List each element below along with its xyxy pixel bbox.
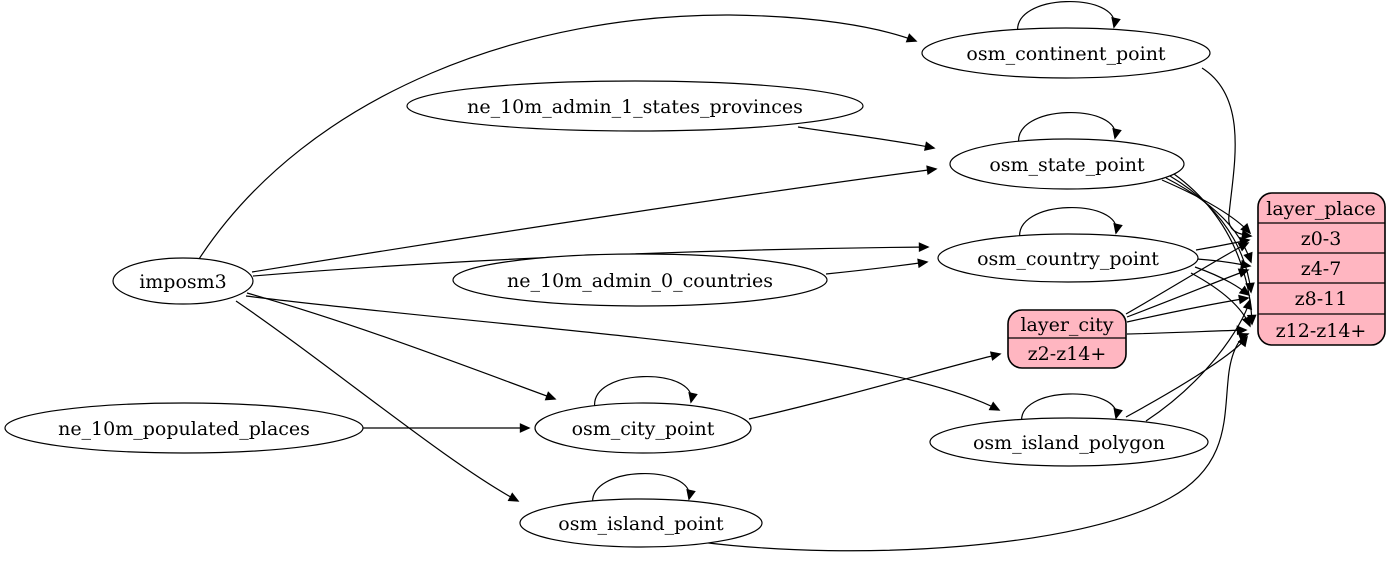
city-shape [534, 402, 752, 454]
edge-imposm3-continent [198, 14, 918, 260]
edge-state-z8-11 [1169, 175, 1255, 294]
edge-islandpoint-z12 [699, 332, 1250, 552]
node-osm-island-point: osm_island_point [519, 498, 763, 548]
nepop-shape [4, 402, 364, 454]
selfloop-state [1018, 112, 1122, 146]
ne1-shape [406, 80, 864, 132]
record-layer-place: layer_place z0-3 z4-7 z8-11 z12-z14+ [1257, 192, 1386, 346]
edges [198, 1, 1257, 552]
record-layer-city: layer_city z2-z14+ [1007, 309, 1127, 369]
edge-islandpolygon-z12 [1125, 335, 1248, 418]
country-shape [937, 233, 1199, 283]
island-polygon-label: osm_island_polygon [973, 432, 1165, 454]
imposm3-label: imposm3 [139, 271, 227, 293]
selfloop-city [594, 376, 698, 410]
layer-city-row-z2-z14: z2-z14+ [1028, 343, 1107, 365]
nepop-label: ne_10m_populated_places [58, 418, 310, 440]
selfloop-country [1019, 207, 1123, 241]
layer-place-row-z12-z14: z12-z14+ [1276, 320, 1367, 342]
edge-country-z4-7 [1196, 258, 1252, 270]
island-point-shape [519, 498, 763, 548]
layer-place-title: layer_place [1266, 198, 1375, 220]
island-point-label: osm_island_point [558, 513, 724, 535]
node-osm-island-polygon: osm_island_polygon [929, 417, 1209, 467]
edge-country-z8-11 [1194, 266, 1251, 296]
continent-shape [921, 27, 1211, 79]
edge-layercity-z0-3 [1125, 242, 1250, 315]
node-osm-country-point: osm_country_point [937, 233, 1199, 283]
edge-imposm3-island-polygon [245, 295, 1001, 411]
layer-place-row-z0-3: z0-3 [1301, 228, 1342, 250]
edge-layercity-z4-7 [1126, 268, 1250, 318]
edge-continent-z0-3 [1201, 67, 1253, 240]
island-polygon-shape [929, 417, 1209, 467]
edge-layercity-z12 [1126, 325, 1248, 336]
edge-layercity-z8-11 [1126, 294, 1250, 323]
edge-country-z0-3 [1195, 236, 1251, 251]
ne1-label: ne_10m_admin_1_states_provinces [467, 96, 803, 118]
edge-state-z12 [1173, 173, 1257, 326]
node-osm-state-point: osm_state_point [949, 138, 1185, 190]
edge-ne1-state [797, 126, 936, 151]
edge-imposm3-state [251, 165, 938, 273]
node-osm-continent-point: osm_continent_point [921, 27, 1211, 79]
ne0-label: ne_10m_admin_0_countries [507, 270, 773, 292]
selfloop-island-point [592, 473, 696, 507]
selfloop-continent [1017, 1, 1121, 35]
layer-city-title: layer_city [1020, 314, 1113, 336]
edge-islandpolygon-z8-11 [1145, 298, 1253, 422]
layer-place-row-z8-11: z8-11 [1295, 288, 1348, 310]
layer-place-row-z4-7: z4-7 [1301, 258, 1342, 280]
node-ne-10m-admin-0-countries: ne_10m_admin_0_countries [452, 253, 828, 307]
state-label: osm_state_point [989, 154, 1145, 176]
continent-label: osm_continent_point [966, 43, 1166, 65]
country-label: osm_country_point [977, 248, 1159, 270]
edge-imposm3-city [246, 292, 557, 401]
edge-state-z0-3 [1161, 179, 1252, 235]
node-ne-10m-populated-places: ne_10m_populated_places [4, 402, 364, 454]
city-label: osm_city_point [572, 418, 715, 440]
layer-place-box [1257, 192, 1386, 346]
edge-country-z12 [1190, 272, 1251, 328]
edge-ne0-country [825, 258, 929, 275]
node-osm-city-point: osm_city_point [534, 402, 752, 454]
edge-city-layercity [748, 351, 1002, 420]
node-ne-10m-admin-1-states-provinces: ne_10m_admin_1_states_provinces [406, 80, 864, 132]
state-shape [949, 138, 1185, 190]
ne0-shape [452, 253, 828, 307]
selfloop-island-polygon [1021, 393, 1123, 425]
node-imposm3: imposm3 [112, 257, 254, 305]
imposm3-shape [112, 257, 254, 305]
layer-city-box [1007, 309, 1127, 369]
edge-imposm3-island-point [235, 300, 520, 502]
edge-state-z4-7 [1165, 177, 1253, 264]
